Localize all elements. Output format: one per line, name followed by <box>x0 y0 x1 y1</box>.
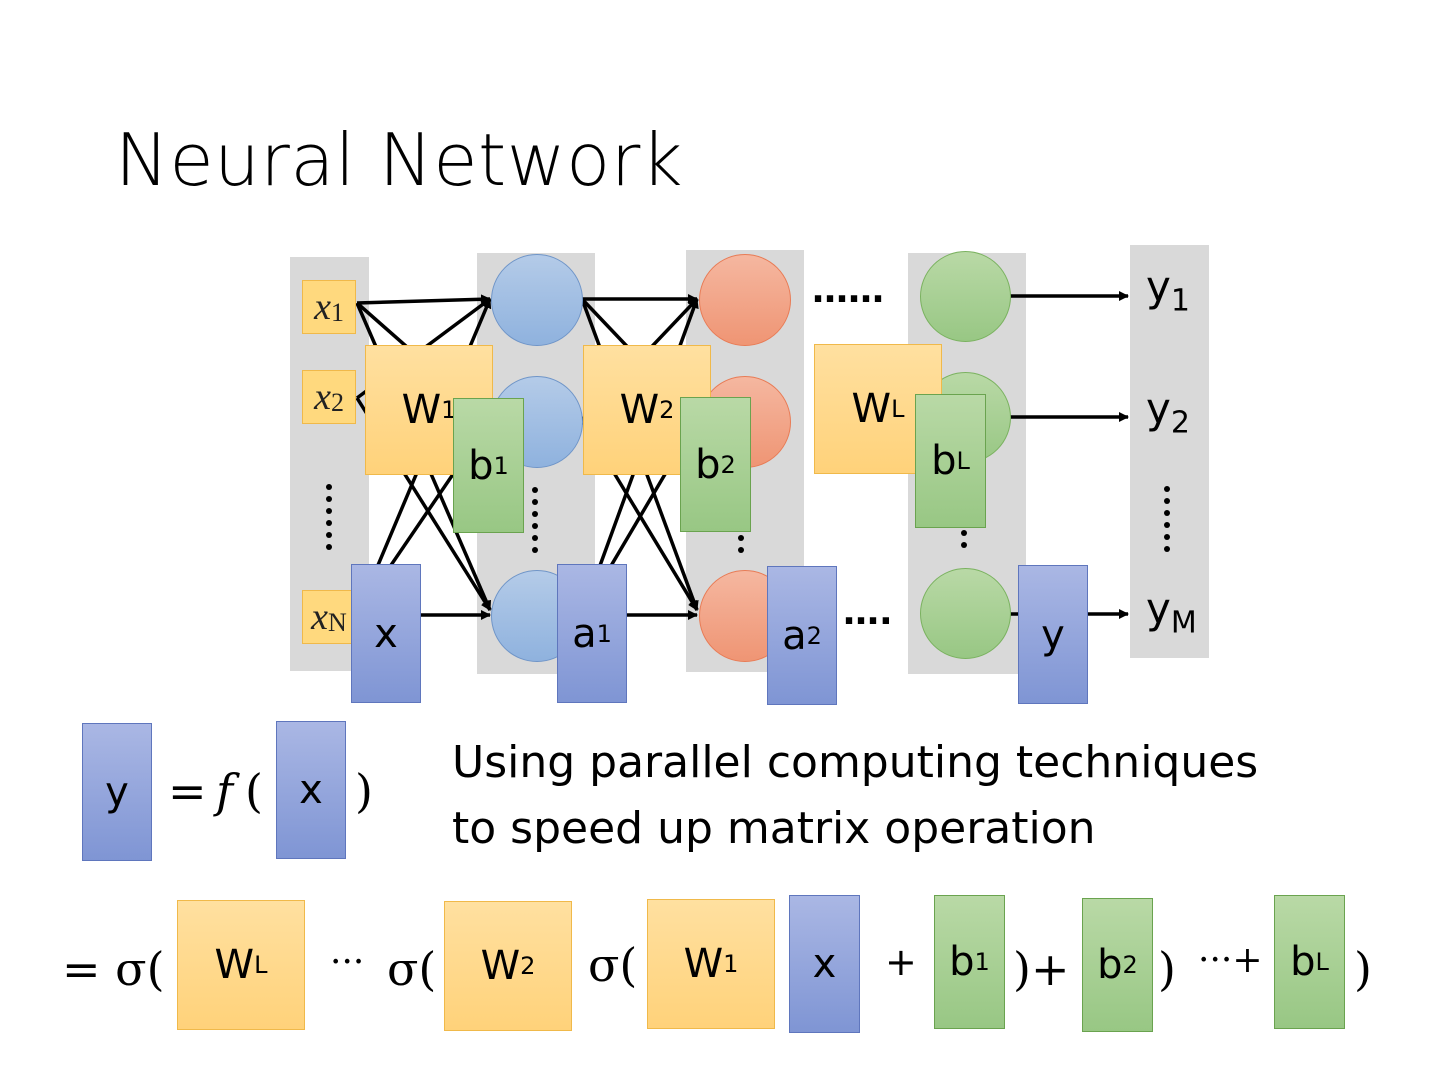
layers-ellipsis-bottom: …. <box>843 592 893 633</box>
description-line-2: to speed up matrix operation <box>452 803 1096 854</box>
output-layer-column <box>1130 245 1209 658</box>
layer1-vertical-ellipsis <box>532 487 538 559</box>
equation1-function-f: f <box>216 764 234 818</box>
output-y1: y1 <box>1146 262 1190 319</box>
layerL-neuron-N <box>920 568 1011 659</box>
equation2-input-x: x <box>789 895 860 1033</box>
equation2-sigma-2: σ( <box>387 942 437 996</box>
equation2-close-plus: )+ <box>1013 942 1070 996</box>
equation1-x-vector: x <box>276 721 346 859</box>
page-title: Neural Network <box>115 118 684 202</box>
equation2-ellipsis-1: ··· <box>330 942 365 983</box>
equation2-plus-1: + <box>885 940 917 984</box>
equation1-open-paren: ( <box>245 764 263 818</box>
equation2-sigma-3: σ( <box>588 938 638 992</box>
equation1-equals: = <box>168 764 207 818</box>
equation1-close-paren: ) <box>355 764 373 818</box>
output-vertical-ellipsis <box>1164 486 1170 558</box>
input-vector-x: x <box>351 564 421 703</box>
equation1-y-vector: y <box>82 723 152 861</box>
output-y2: y2 <box>1146 384 1190 441</box>
input-vertical-ellipsis <box>326 484 332 556</box>
layerL-vertical-ellipsis <box>961 530 967 554</box>
equation2-equals-sigma: = σ( <box>62 942 165 996</box>
equation2-close-3: ) <box>1354 942 1372 996</box>
description-line-1: Using parallel computing techniques <box>452 737 1259 788</box>
layer2-neuron-1 <box>699 254 791 346</box>
layerL-neuron-1 <box>920 251 1011 342</box>
layer1-neuron-1 <box>491 254 583 346</box>
output-yM: yM <box>1146 584 1197 641</box>
equation2-close-2: ) <box>1158 942 1176 996</box>
layers-ellipsis-top: …… <box>812 270 884 311</box>
equation2-ellipsis-plus: ···+ <box>1198 940 1263 981</box>
output-vector-y: y <box>1018 565 1088 704</box>
layer2-vertical-ellipsis <box>738 535 744 559</box>
